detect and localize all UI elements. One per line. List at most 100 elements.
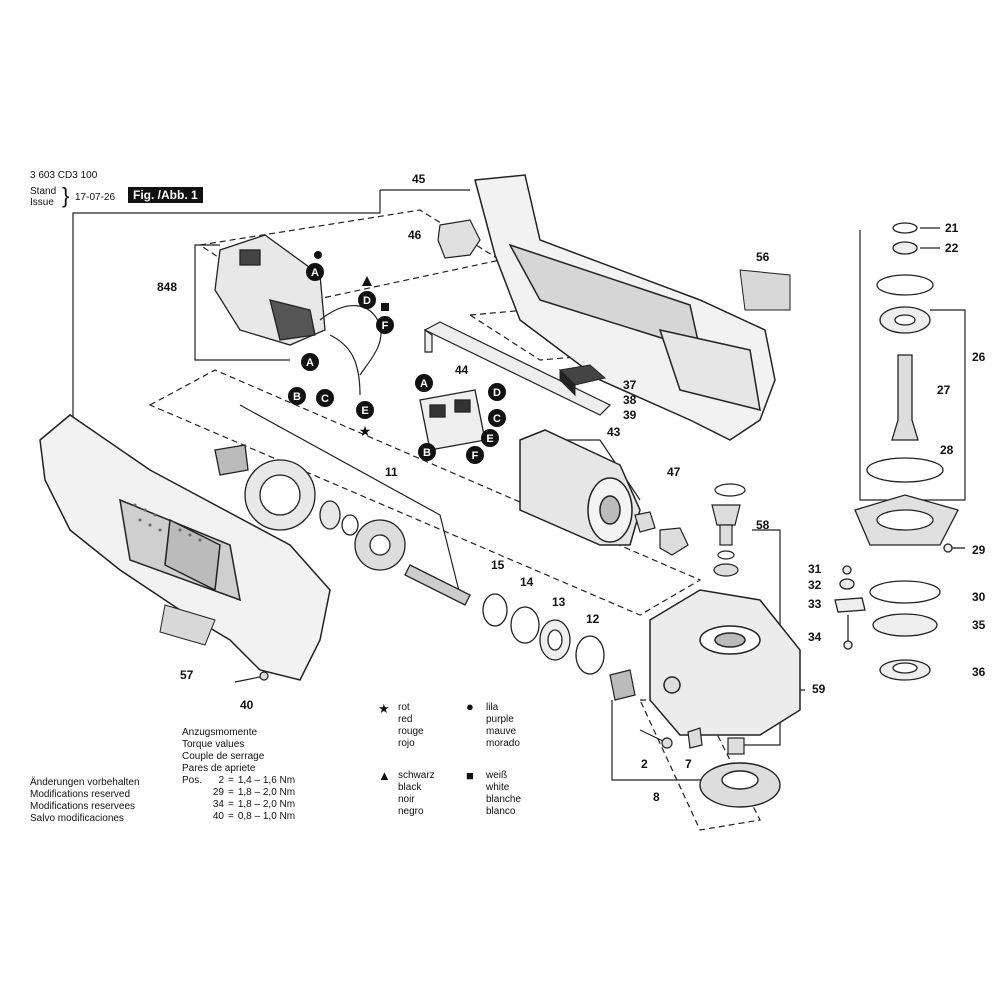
issue-label: Issue [30,197,54,208]
ring-14-shape [510,606,540,644]
callout-30: 30 [972,590,986,604]
callout-47: 47 [667,465,681,479]
washer-21-shape [892,222,918,234]
callout-46: 46 [408,228,422,242]
callout-31: 31 [808,562,822,576]
torque-pos: 2 [218,775,224,786]
callout-15: 15 [491,558,505,572]
torque-value: 1,4 – 1,6 Nm [237,775,296,786]
callout-44: 44 [455,363,469,377]
legend-white-es: blanco [486,806,516,817]
electronics-848-shape [214,234,326,346]
gear-housing-59-shape [649,589,801,736]
callout-37: 37 [623,378,637,392]
torque-pos: 40 [212,811,224,822]
torque-row: 34=1,8 – 2,0 Nm [210,799,295,811]
torque-table: 2=1,4 – 1,6 Nm 29=1,8 – 2,0 Nm 34=1,8 – … [210,775,295,823]
callout-2: 2 [641,757,648,771]
doc-number: 3 603 CD3 100 [30,170,98,181]
callout-57: 57 [180,668,194,682]
housing-half-upper-shape [474,174,776,441]
ring-30-shape [869,580,941,604]
torque-value: 1,8 – 2,0 Nm [237,787,296,798]
legend-black: schwarz black noir negro [398,770,435,818]
bar-39-shape [423,321,612,416]
part-47-shape [634,511,689,556]
callout-8: 8 [653,790,660,804]
changes-es: Salvo modificaciones [30,813,124,824]
legend-purple-fr: mauve [486,726,517,737]
callout-7: 7 [685,757,692,771]
star-icon: ★ [378,701,390,716]
callout-36: 36 [972,665,986,679]
leader-45 [72,190,381,430]
stand-label: Stand [30,186,57,197]
legend-black-fr: noir [398,794,415,805]
callout-27: 27 [937,383,951,397]
callout-34: 34 [808,630,822,644]
callout-14: 14 [520,575,534,589]
legend-red: rot red rouge rojo [398,702,424,750]
ring-15-shape [482,593,508,627]
torque-pos: 34 [212,799,224,810]
torque-pos: 29 [212,787,224,798]
bevel-gear-8-shape [699,762,781,808]
callout-59: 59 [812,682,826,696]
legend-white-fr: blanche [486,794,522,805]
callout-35: 35 [972,618,986,632]
callout-32: 32 [808,578,822,592]
legend-black-de: schwarz [398,770,435,781]
callout-43: 43 [607,425,621,439]
legend-red-de: rot [398,702,410,713]
part-46-shape [437,219,481,259]
torque-heading-es: Pares de apriete [182,763,256,774]
triangle-icon: ▲ [378,768,391,783]
callout-21: 21 [945,221,959,235]
legend-red-fr: rouge [398,726,424,737]
changes-en: Modifications reserved [30,789,131,800]
issue-date: 17-07-26 [75,192,116,203]
figure-badge: Fig. /Abb. 1 [128,187,203,203]
guard-35-shape [872,613,938,637]
callout-12: 12 [586,612,600,626]
torque-row: 29=1,8 – 2,0 Nm [210,787,295,799]
callout-26: 26 [972,350,986,364]
circlip-shape [876,274,934,296]
callout-22: 22 [945,241,959,255]
callout-38: 38 [623,393,637,407]
changes-fr: Modifications reservees [30,801,136,812]
callout-28: 28 [940,443,954,457]
motor-43-shape [519,429,641,546]
dot-icon: ● [466,699,474,714]
legend-purple-en: purple [486,714,514,725]
legend-black-es: negro [398,806,424,817]
washer-22-shape [892,241,918,255]
callout-13: 13 [552,595,566,609]
callout-56: 56 [756,250,770,264]
label-56-shape [739,269,791,311]
callout-11: 11 [385,465,398,479]
brace-glyph: } [62,183,70,208]
leader-848 [194,244,220,285]
torque-heading: Anzugsmomente Torque values Couple de se… [182,727,264,775]
torque-heading-de: Anzugsmomente [182,727,258,738]
leader-11 [239,404,461,596]
callout-848: 848 [157,280,178,294]
torque-pos-label: Pos. [182,775,203,786]
leader-848b [194,285,290,361]
label-57-shape [159,604,216,646]
spindle-27-shape [891,354,919,441]
legend-white: weiß white blanche blanco [486,770,521,818]
torque-value: 0,8 – 1,0 Nm [237,811,296,822]
callout-40: 40 [240,698,254,712]
housing-half-57-shape [39,414,331,681]
torque-heading-en: Torque values [182,739,245,750]
torque-row: 40=0,8 – 1,0 Nm [210,811,295,823]
callout-39: 39 [623,408,637,422]
changes-reserved: Änderungen vorbehalten Modifications res… [30,777,140,825]
torque-row: 2=1,4 – 1,6 Nm [210,775,295,787]
switch-37-shape [558,364,607,397]
legend-white-en: white [486,782,510,793]
brush-holder-44-shape [419,389,486,451]
